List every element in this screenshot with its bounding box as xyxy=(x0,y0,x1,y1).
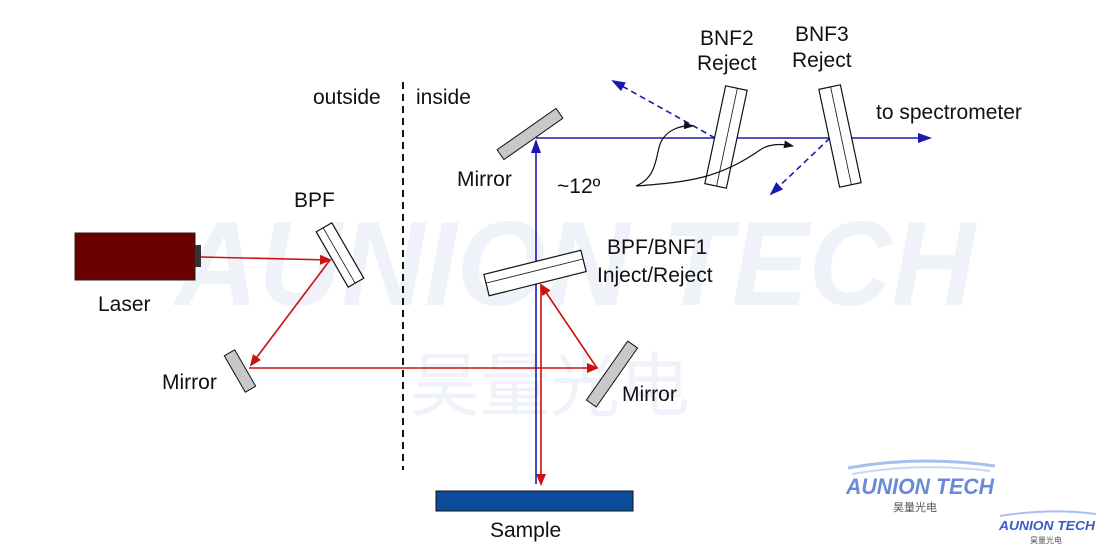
angle-indicator xyxy=(635,121,794,187)
bpf-label: BPF xyxy=(294,189,335,212)
logo-text: AUNION TECH xyxy=(845,474,995,499)
mirror-top xyxy=(496,107,564,161)
beam-right-mirror-to-bnf1 xyxy=(539,283,598,369)
laser-label: Laser xyxy=(98,293,151,316)
bnf3-label-line1: BNF3 xyxy=(795,23,849,46)
watermark: AUNION TECH 昊量光电 xyxy=(172,197,977,427)
mirror-left xyxy=(223,349,257,393)
sample-label: Sample xyxy=(490,519,561,542)
logo-small-cn-text: 昊量光电 xyxy=(1030,535,1062,545)
bnf3-reject-beam xyxy=(769,137,831,196)
angle-label: ~12º xyxy=(557,175,601,198)
bnf1-label-line1: BPF/BNF1 xyxy=(607,236,707,259)
bnf2-filter xyxy=(704,85,748,189)
mirror-right xyxy=(585,340,639,408)
spectrometer-label: to spectrometer xyxy=(876,101,1022,124)
beam-bpf-to-mirror xyxy=(249,259,331,367)
logo-small-text: AUNION TECH xyxy=(998,518,1096,533)
bnf1-label-line2: Inject/Reject xyxy=(597,264,713,287)
laser-aperture xyxy=(195,245,201,267)
mirror-top-label: Mirror xyxy=(457,168,512,191)
bnf1-filter xyxy=(483,249,587,297)
laser-body xyxy=(74,232,196,281)
laser-beam-path xyxy=(200,254,599,486)
aunion-logo-small: AUNION TECH 昊量光电 xyxy=(998,510,1097,545)
sample xyxy=(435,490,634,512)
bnf2-label-line2: Reject xyxy=(697,52,757,75)
beam-laser-to-bpf xyxy=(200,254,332,265)
mirror-left-label: Mirror xyxy=(162,371,217,394)
logo-cn-text: 昊量光电 xyxy=(893,500,937,514)
mirror-right-label: Mirror xyxy=(622,383,677,406)
bnf2-label-line1: BNF2 xyxy=(700,27,754,50)
aunion-logo: AUNION TECH 昊量光电 xyxy=(845,459,996,514)
watermark-cn-text: 昊量光电 xyxy=(410,345,690,427)
bpf-filter xyxy=(315,221,365,289)
bnf3-filter xyxy=(818,84,862,188)
bnf3-label-line2: Reject xyxy=(792,49,852,72)
outside-label: outside xyxy=(313,86,381,109)
logo-swoosh xyxy=(847,459,996,470)
inside-label: inside xyxy=(416,86,471,109)
bnf2-reject-beam xyxy=(611,80,716,139)
